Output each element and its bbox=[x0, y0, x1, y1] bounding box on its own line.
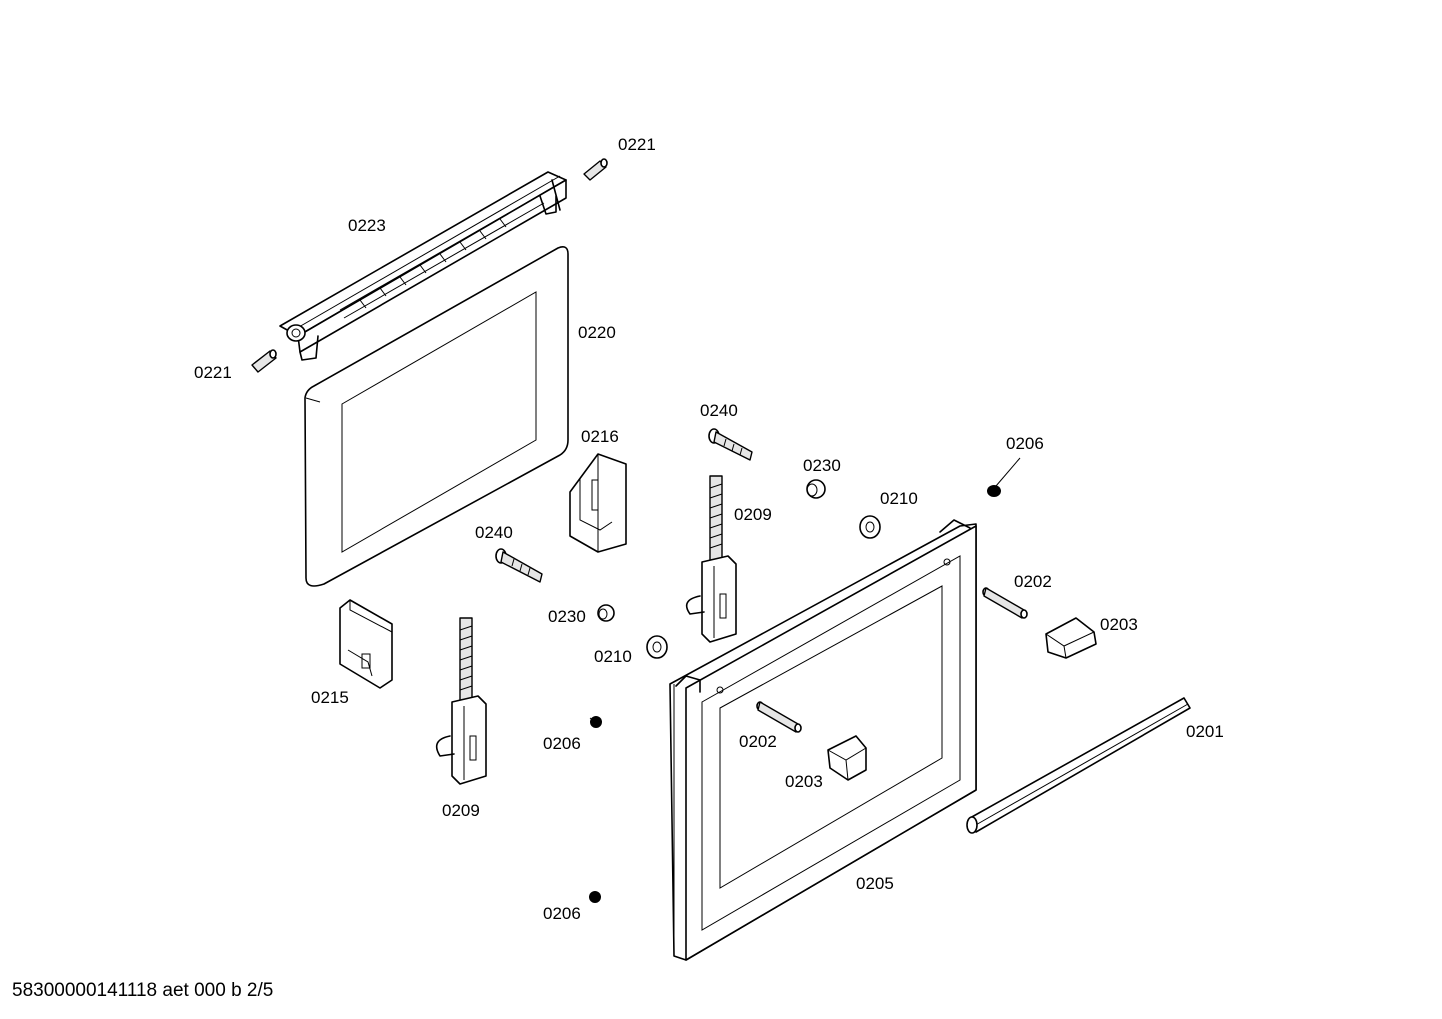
label-0203-right: 0203 bbox=[1100, 615, 1138, 634]
part-0201-rod bbox=[966, 697, 1191, 834]
label-0215: 0215 bbox=[311, 688, 349, 707]
label-0230-mid: 0230 bbox=[548, 607, 586, 626]
part-0202-pin-right bbox=[982, 587, 1028, 619]
label-0201: 0201 bbox=[1186, 722, 1224, 741]
label-0210-mid: 0210 bbox=[594, 647, 632, 666]
part-0210-washer-top bbox=[859, 515, 881, 539]
part-0230-nut-top bbox=[806, 479, 826, 499]
part-labels: 0221 0223 0220 0221 0216 0240 0209 0230 … bbox=[194, 135, 1224, 923]
part-0221-pin-top bbox=[583, 158, 608, 181]
label-0216: 0216 bbox=[581, 427, 619, 446]
part-0216-hinge-bracket bbox=[569, 453, 627, 553]
label-0202-right: 0202 bbox=[1014, 572, 1052, 591]
label-0223: 0223 bbox=[348, 216, 386, 235]
part-0240-screw-top bbox=[708, 428, 753, 461]
part-0220-inner-glass bbox=[304, 246, 569, 587]
label-0240-top: 0240 bbox=[700, 401, 738, 420]
label-0206-bottom: 0206 bbox=[543, 904, 581, 923]
part-0215-hinge-bracket bbox=[339, 599, 393, 689]
part-0203-block-mid bbox=[827, 735, 867, 781]
part-0209-hinge-top bbox=[685, 475, 737, 643]
label-0221-top: 0221 bbox=[618, 135, 656, 154]
label-0205: 0205 bbox=[856, 874, 894, 893]
part-0240-screw-left bbox=[495, 548, 543, 583]
label-0240-left: 0240 bbox=[475, 523, 513, 542]
part-0230-nut-mid bbox=[597, 604, 615, 622]
label-0209-top: 0209 bbox=[734, 505, 772, 524]
part-0223-trim-bar bbox=[279, 171, 567, 361]
label-0203-mid: 0203 bbox=[785, 772, 823, 791]
label-0230-top: 0230 bbox=[803, 456, 841, 475]
part-0205-outer-door bbox=[669, 519, 977, 961]
label-0210-top: 0210 bbox=[880, 489, 918, 508]
part-0210-washer-mid bbox=[646, 635, 668, 659]
label-0220: 0220 bbox=[578, 323, 616, 342]
part-0202-pin-mid bbox=[756, 701, 802, 733]
label-0209-bottom: 0209 bbox=[442, 801, 480, 820]
part-0203-block-right bbox=[1045, 617, 1097, 659]
label-0202-mid: 0202 bbox=[739, 732, 777, 751]
label-0206-mid: 0206 bbox=[543, 734, 581, 753]
leader-lines bbox=[589, 457, 1021, 723]
label-0206-top: 0206 bbox=[1006, 434, 1044, 453]
part-0206-clip-bottom bbox=[589, 891, 601, 903]
part-0209-hinge-bottom bbox=[435, 617, 487, 785]
part-0206-clip-top bbox=[987, 485, 1001, 497]
part-0221-pin-left bbox=[251, 349, 277, 373]
document-id: 58300000141118 aet 000 b 2/5 bbox=[12, 980, 274, 1001]
label-0221-left: 0221 bbox=[194, 363, 232, 382]
